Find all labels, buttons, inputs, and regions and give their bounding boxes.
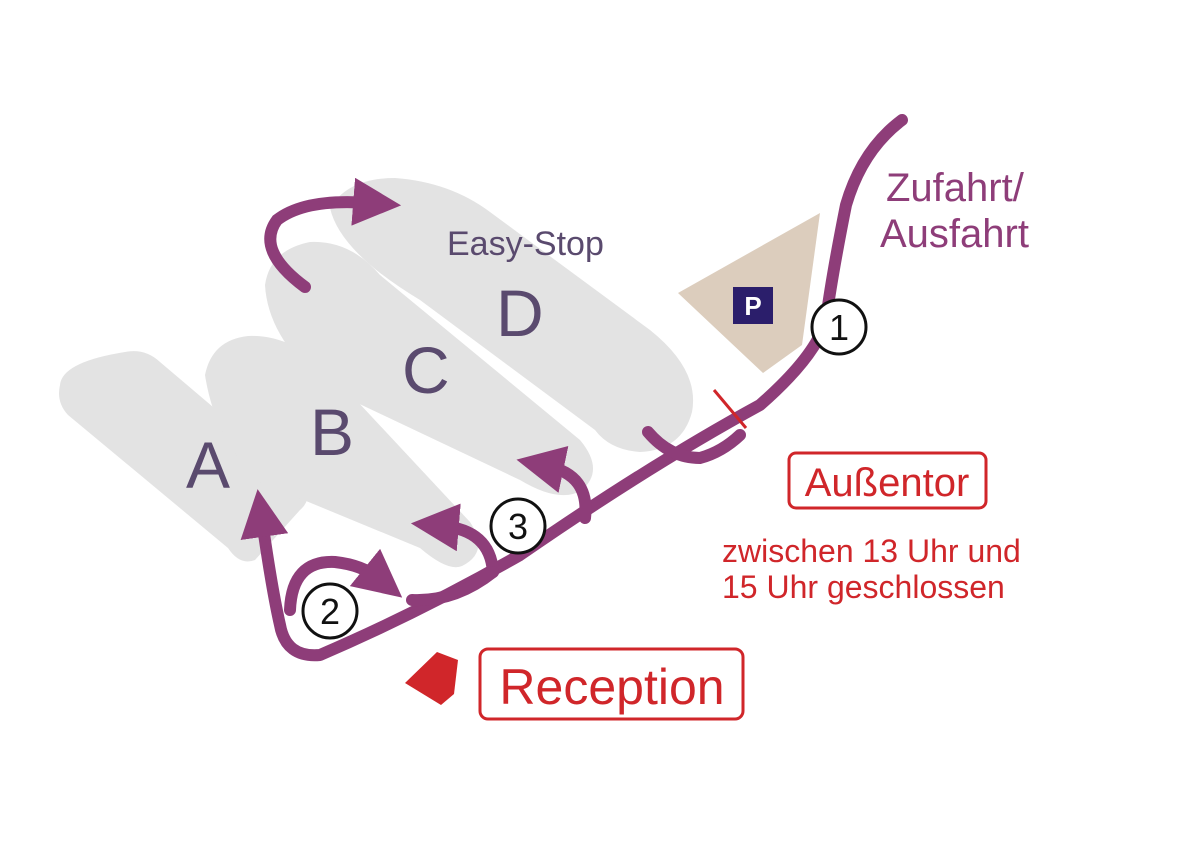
- branch-road-zone-d: [642, 426, 746, 465]
- zone-c-label: C: [402, 333, 450, 407]
- zone-a-label: A: [186, 428, 230, 502]
- zone-d-area[interactable]: [330, 178, 694, 452]
- direction-arrow-zone-c: [516, 445, 592, 524]
- direction-arrow-loop: [284, 548, 403, 616]
- parking-label: P: [744, 291, 761, 321]
- gate-note-line1: zwischen 13 Uhr und: [722, 533, 1021, 569]
- direction-arrow-zone-b: [410, 503, 499, 578]
- branch-road-lower: [406, 566, 499, 607]
- route-marker-2: 2: [301, 582, 359, 640]
- gate-barrier: [712, 389, 748, 429]
- reception-label-box: [478, 647, 745, 721]
- route-marker-1-label: 1: [829, 307, 849, 348]
- zone-c-area[interactable]: [265, 241, 594, 496]
- access-label-line2: Ausfahrt: [880, 212, 1029, 256]
- reception-building[interactable]: [405, 652, 458, 705]
- zone-d-title: Easy-Stop: [447, 225, 604, 263]
- zone-b-label: B: [310, 395, 354, 469]
- route-marker-2-label: 2: [320, 591, 340, 632]
- access-label-line1: Zufahrt/: [886, 166, 1025, 210]
- zone-d-label: D: [496, 276, 544, 350]
- gate-note-line2: 15 Uhr geschlossen: [722, 569, 1005, 605]
- zone-b-area[interactable]: [205, 335, 479, 568]
- route-marker-3-label: 3: [508, 506, 528, 547]
- main-road: [240, 114, 908, 662]
- route-marker-3: 3: [489, 497, 547, 555]
- gate-label-box: [787, 451, 988, 510]
- direction-arrow-zone-d: [264, 177, 402, 293]
- parking-sign: [733, 287, 773, 324]
- gate-label: Außentor: [805, 461, 970, 505]
- reception-label: Reception: [499, 659, 724, 715]
- route-marker-1: 1: [810, 298, 868, 356]
